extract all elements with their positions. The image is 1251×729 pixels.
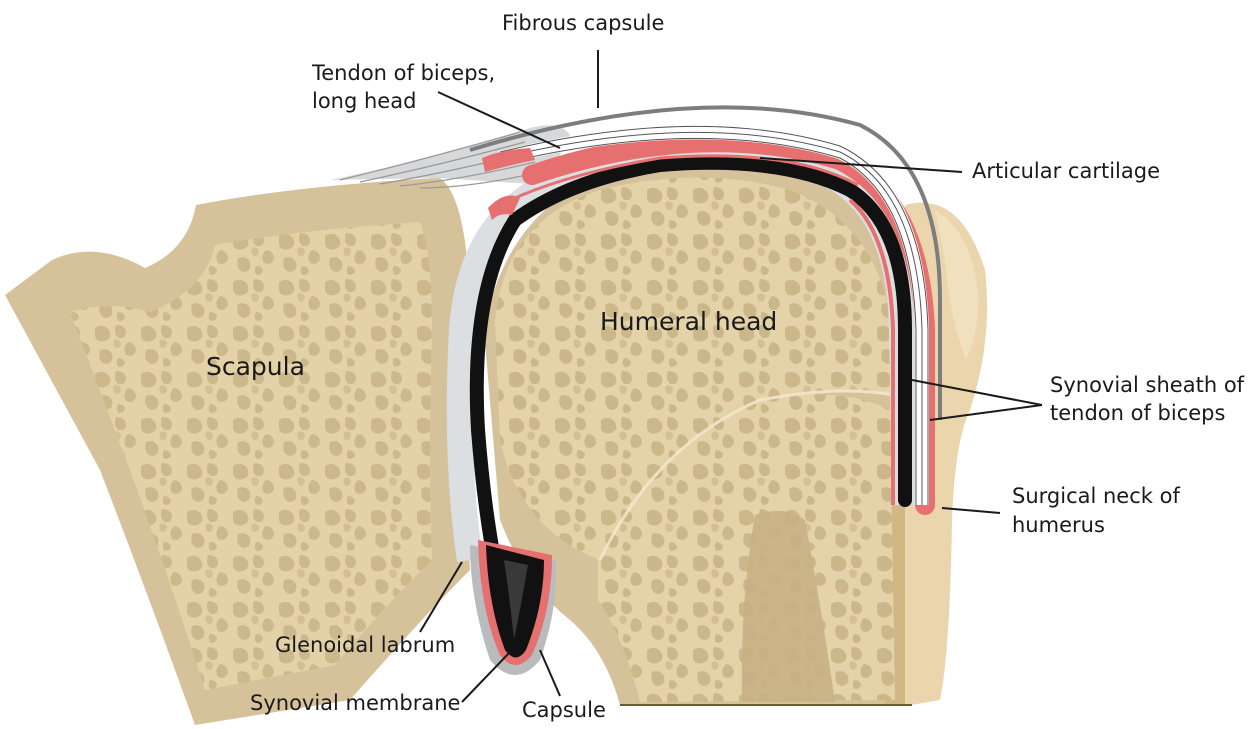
leader-synovial-membrane bbox=[462, 652, 510, 702]
label-articular-cartilage: Articular cartilage bbox=[972, 159, 1160, 183]
label-humeral-head: Humeral head bbox=[600, 307, 777, 336]
label-glenoidal-labrum: Glenoidal labrum bbox=[275, 633, 455, 657]
label-tendon-biceps-2: long head bbox=[312, 89, 416, 113]
leader-capsule bbox=[540, 650, 560, 696]
label-surgical-neck-1: Surgical neck of bbox=[1012, 484, 1180, 508]
label-fibrous-capsule: Fibrous capsule bbox=[502, 11, 664, 35]
label-scapula: Scapula bbox=[206, 352, 305, 381]
label-synovial-sheath-1: Synovial sheath of bbox=[1050, 373, 1245, 397]
label-tendon-biceps-1: Tendon of biceps, bbox=[311, 61, 495, 85]
label-synovial-sheath-2: tendon of biceps bbox=[1050, 401, 1225, 425]
label-capsule: Capsule bbox=[522, 698, 606, 722]
label-synovial-membrane: Synovial membrane bbox=[250, 691, 460, 715]
label-surgical-neck-2: humerus bbox=[1012, 513, 1105, 537]
